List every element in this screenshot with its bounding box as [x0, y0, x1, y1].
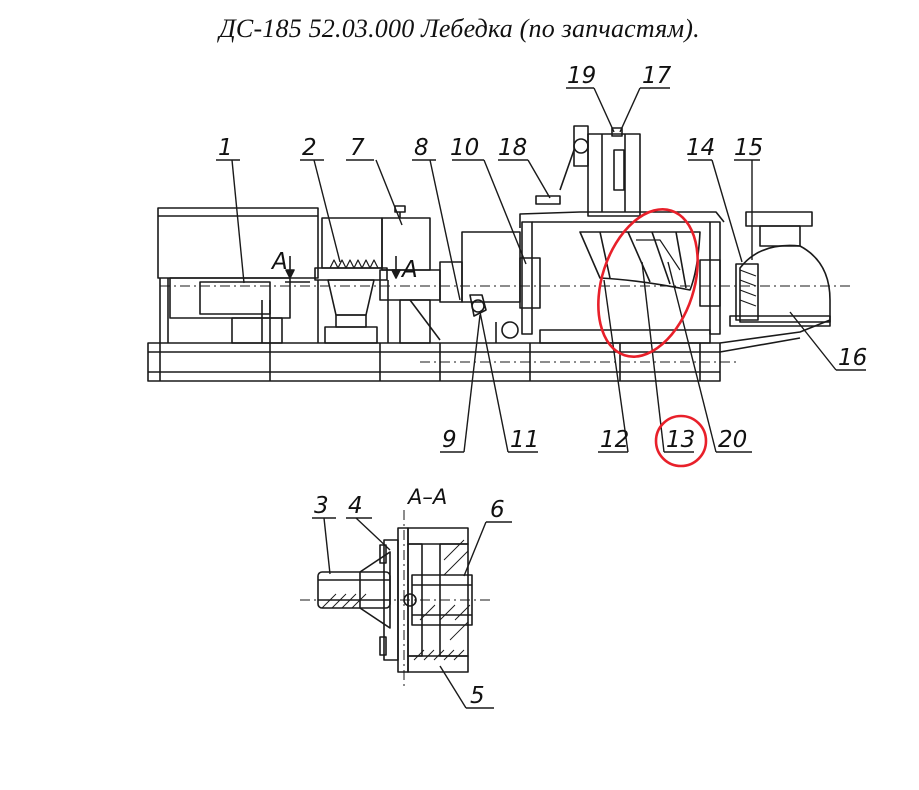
drum-housing [519, 211, 725, 344]
callout-20: 20 [718, 427, 747, 453]
section-cut-marks [285, 256, 401, 279]
base-frame [147, 319, 831, 382]
highlight-ellipse-drum-gear [597, 208, 699, 358]
section-labels: A–A 3 4 6 5 [314, 485, 505, 709]
section-view-a-a [300, 510, 490, 690]
callout-1: 1 [218, 135, 233, 161]
center-lines [160, 285, 850, 363]
callout-5: 5 [470, 683, 485, 709]
callout-16: 16 [838, 345, 867, 371]
callout-2: 2 [302, 135, 317, 161]
callout-4: 4 [348, 493, 363, 519]
section-view-title: A–A [406, 485, 447, 509]
tension-bracket [535, 125, 641, 217]
callout-10: 10 [450, 135, 479, 161]
callout-14: 14 [686, 135, 715, 161]
callout-8: 8 [414, 135, 429, 161]
highlight-circle-13 [654, 414, 708, 468]
callout-13: 13 [666, 427, 695, 453]
cable-guide [729, 211, 831, 327]
highlight-annotations [597, 208, 708, 468]
callout-6: 6 [490, 497, 505, 523]
drawing-title: ДС-185 52.03.000 Лебедка (по запчастям). [219, 14, 700, 43]
section-mark-right: A [400, 257, 418, 283]
main-assembly: A A [147, 125, 850, 382]
callout-12: 12 [600, 427, 629, 453]
leader-lines [216, 87, 866, 453]
callout-19: 19 [567, 63, 596, 89]
coupling-assembly [314, 217, 389, 344]
callout-labels: 1 2 7 8 10 18 19 17 14 15 16 9 11 12 13 … [218, 63, 867, 453]
callout-7: 7 [350, 135, 365, 161]
callout-18: 18 [498, 135, 527, 161]
section-mark-left: A [270, 249, 288, 275]
callout-17: 17 [642, 63, 672, 89]
callout-9: 9 [442, 427, 457, 453]
electric-motor [157, 207, 319, 344]
gearbox [439, 231, 541, 343]
callout-3: 3 [314, 493, 329, 519]
callout-15: 15 [734, 135, 763, 161]
section-leader-lines [312, 517, 512, 709]
callout-11: 11 [510, 427, 539, 453]
